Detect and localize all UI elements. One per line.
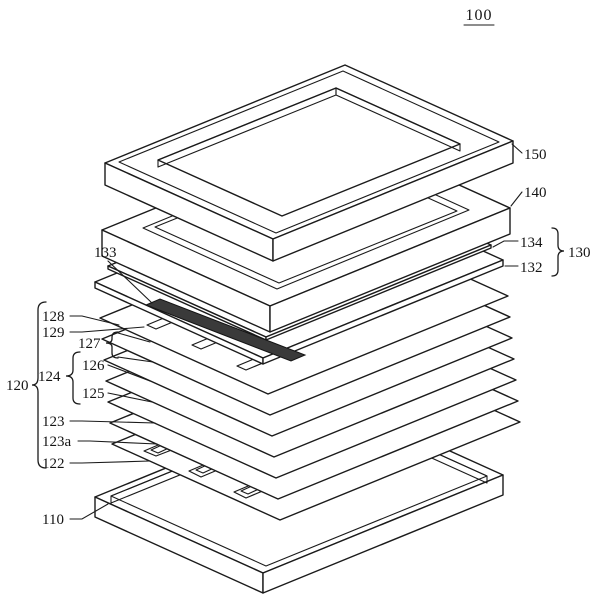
leader-133 bbox=[107, 260, 153, 304]
leader-125 bbox=[107, 392, 153, 403]
ref-label-133: 133 bbox=[94, 245, 117, 261]
group-braces bbox=[31, 227, 565, 469]
ref-label-130: 130 bbox=[568, 245, 591, 261]
ref-label-123a: 123a bbox=[42, 434, 72, 450]
panel-134-edge-right bbox=[265, 244, 492, 341]
leader-126 bbox=[107, 364, 151, 382]
leader-lines bbox=[69, 143, 523, 520]
ref-label-122: 122 bbox=[42, 456, 65, 472]
ref-label-140: 140 bbox=[524, 185, 547, 201]
leader-110 bbox=[69, 503, 109, 520]
reference-labels: 100 150 140 134 132 130 133 128 129 127 … bbox=[6, 7, 591, 528]
top-chassis-window-wall-right bbox=[335, 87, 461, 152]
leader-134 bbox=[492, 240, 519, 248]
ref-label-124: 124 bbox=[38, 369, 61, 385]
leader-123 bbox=[69, 420, 156, 424]
ref-label-110: 110 bbox=[42, 512, 64, 528]
leader-128 bbox=[69, 315, 120, 326]
panel-132-edge-right bbox=[262, 259, 504, 365]
component-133-bar bbox=[144, 298, 307, 362]
top-chassis-rim-line bbox=[118, 70, 500, 234]
ref-label-123: 123 bbox=[42, 414, 65, 430]
leader-140 bbox=[510, 191, 523, 207]
leader-122 bbox=[69, 460, 151, 464]
brace-127 bbox=[105, 331, 119, 359]
mold-frame-flange-right bbox=[269, 207, 511, 333]
ref-label-134: 134 bbox=[520, 235, 543, 251]
bottom-chassis-wall-right bbox=[262, 474, 504, 594]
ref-label-129: 129 bbox=[42, 325, 65, 341]
top-chassis-flange-right bbox=[272, 140, 514, 262]
ref-label-100: 100 bbox=[466, 7, 493, 24]
ref-label-120: 120 bbox=[6, 378, 29, 394]
brace-130 bbox=[551, 227, 565, 277]
leader-127-b bbox=[117, 356, 154, 363]
ref-label-127: 127 bbox=[78, 336, 101, 352]
ref-label-126: 126 bbox=[82, 358, 105, 374]
leader-150 bbox=[511, 143, 523, 154]
ref-label-125: 125 bbox=[82, 386, 105, 402]
ref-label-150: 150 bbox=[524, 147, 547, 163]
leader-129 bbox=[69, 326, 145, 333]
leader-123a bbox=[77, 440, 158, 445]
top-chassis-150 bbox=[104, 64, 514, 262]
ref-label-132: 132 bbox=[520, 260, 543, 276]
ref-label-128: 128 bbox=[42, 309, 65, 325]
leader-127-a bbox=[117, 332, 151, 343]
brace-120 bbox=[31, 301, 47, 469]
brace-124 bbox=[65, 351, 81, 405]
